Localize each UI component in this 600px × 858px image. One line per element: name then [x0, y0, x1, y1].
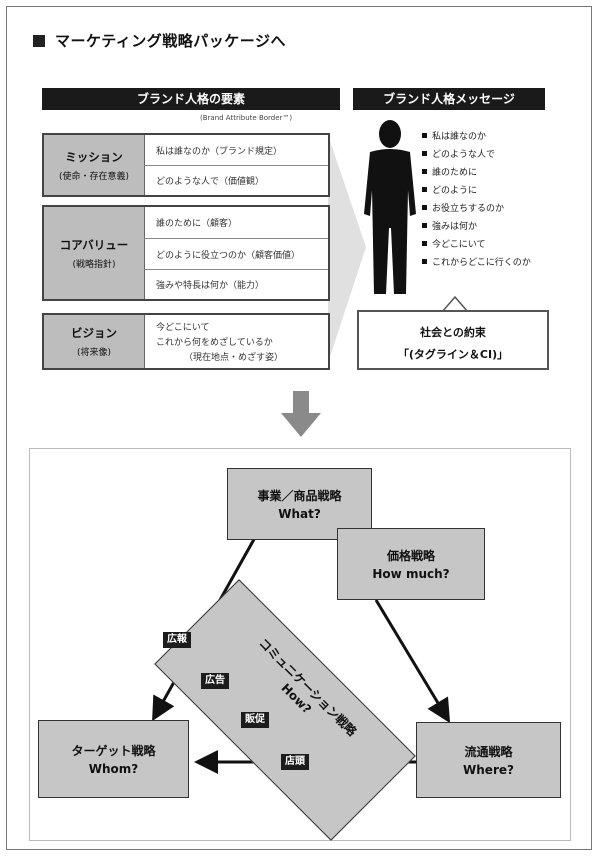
core-value-box: コアバリュー (戦略指針) 誰のために（顧客） どのように役立つのか（顧客価値）… [42, 205, 330, 301]
message-item: 私は誰なのか [422, 126, 531, 144]
tactic-pr: 広報 [163, 632, 191, 648]
message-item: 強みは何か [422, 216, 531, 234]
tactic-promotion: 販促 [241, 712, 269, 728]
message-item: これからどこに行くのか [422, 252, 531, 270]
tactic-store-front: 店頭 [281, 754, 309, 770]
message-item: お役立ちするのか [422, 198, 531, 216]
vision-item: （現在地点・めざす姿） [184, 353, 284, 363]
mission-label: ミッション (使命・存在意義) [44, 135, 145, 195]
page-frame [6, 6, 592, 850]
title-square-icon [33, 34, 45, 47]
message-item: どのように [422, 180, 531, 198]
message-item: どのような人で [422, 144, 531, 162]
connector-arrow [328, 135, 366, 363]
down-arrow-icon [281, 391, 321, 437]
message-item: 今どこにいて [422, 234, 531, 252]
vision-box: ビジョン (将来像) 今どこにいて これから何をめざしているか （現在地点・めざ… [42, 313, 330, 370]
brand-message-header: ブランド人格メッセージ [353, 88, 545, 110]
tactic-advertising: 広告 [201, 673, 229, 689]
mission-box: ミッション (使命・存在意義) 私は誰なのか（ブランド規定） どのような人で（価… [42, 133, 330, 197]
vision-item: 今どこにいて [156, 323, 210, 333]
title-text: マーケティング戦略パッケージへ [55, 32, 287, 50]
vision-label: ビジョン (将来像) [44, 315, 145, 368]
brand-elements-header: ブランド人格の要素 [42, 88, 340, 110]
mission-item: 私は誰なのか（ブランド規定） [156, 146, 283, 157]
mission-item: どのような人で（価値観） [144, 165, 328, 195]
speech-pointer [441, 295, 469, 313]
vision-item: これから何をめざしているか [156, 338, 273, 348]
core-value-item: どのように役立つのか（顧客価値） [144, 238, 328, 269]
social-promise-box: 社会との約束 「(タグライン＆CI)」 [357, 310, 549, 370]
core-value-item: 誰のために（顧客） [156, 219, 238, 229]
page-title: マーケティング戦略パッケージへ [33, 30, 286, 51]
strategy-panel [29, 448, 571, 841]
person-silhouette-icon [364, 120, 416, 294]
message-list: 私は誰なのか どのような人で 誰のために どのように お役立ちするのか 強みは何… [422, 126, 531, 270]
core-value-item: 強みや特長は何か（能力） [144, 269, 328, 299]
core-value-label: コアバリュー (戦略指針) [44, 207, 145, 299]
brand-note: (Brand Attribute Border™) [200, 114, 293, 122]
message-item: 誰のために [422, 162, 531, 180]
